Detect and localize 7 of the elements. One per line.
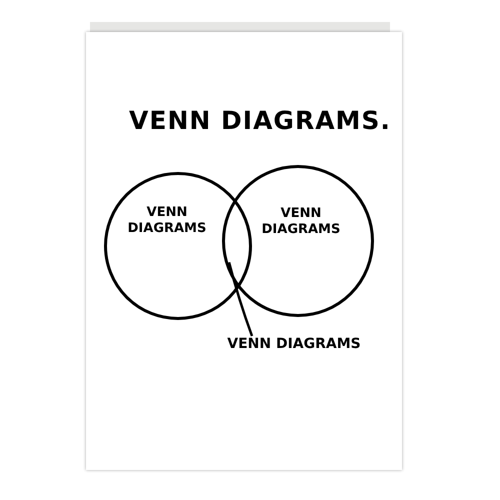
venn-circle xyxy=(222,165,374,317)
circle-label: VENN DIAGRAMS xyxy=(260,206,342,238)
title: VENN DIAGRAMS. xyxy=(128,106,392,135)
leader-text: VENN DIAGRAMS xyxy=(226,336,362,354)
leader-line xyxy=(228,262,254,336)
venn-circle xyxy=(104,172,252,320)
circle-label: VENN DIAGRAMS xyxy=(126,205,208,238)
